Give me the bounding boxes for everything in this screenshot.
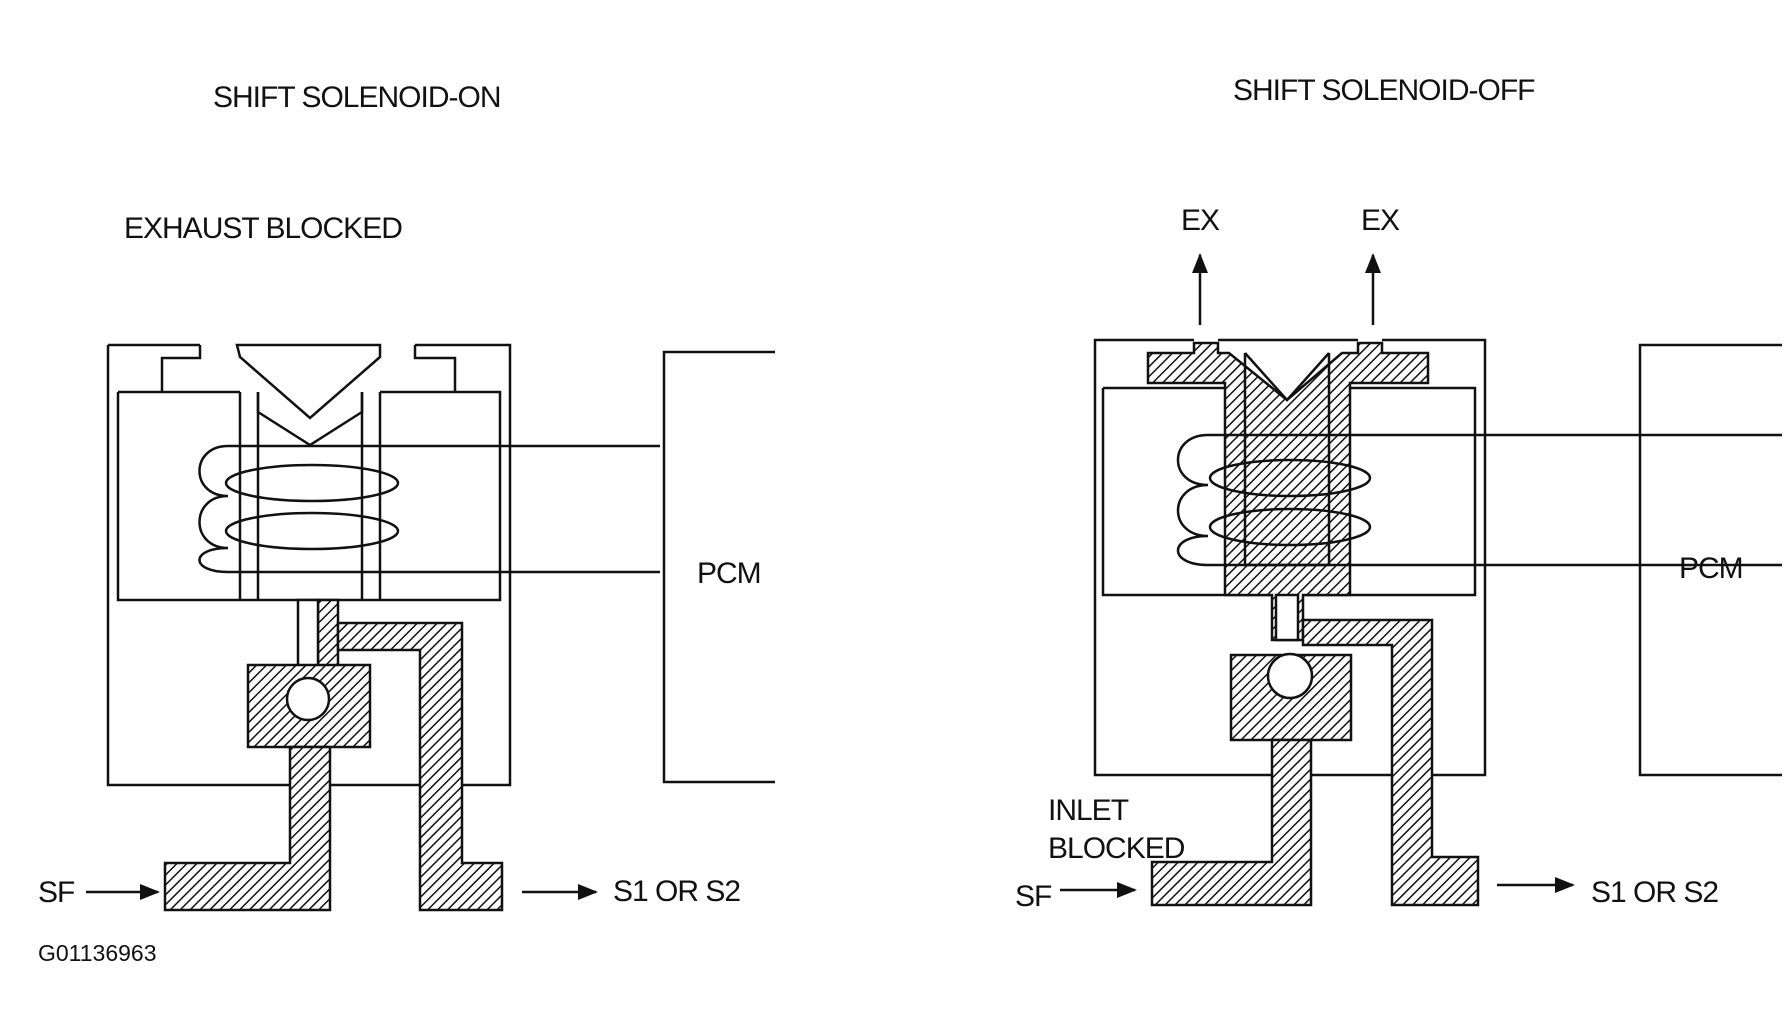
right-sf-label: SF — [1015, 880, 1052, 913]
blocked-label: BLOCKED — [1048, 832, 1185, 865]
right-panel-title: SHIFT SOLENOID-OFF — [1233, 74, 1535, 107]
left-output-channel — [336, 621, 504, 912]
ex-label-right: EX — [1361, 204, 1400, 237]
right-flow-arrows: SF S1 OR S2 — [1015, 876, 1719, 913]
left-coil — [198, 444, 660, 574]
left-fluid-passages — [163, 598, 504, 912]
left-flow-arrows: SF S1 OR S2 — [38, 875, 741, 909]
right-check-ball — [1266, 652, 1314, 700]
left-plunger-stem — [296, 598, 320, 672]
left-vent-passage — [316, 598, 340, 672]
right-pcm-label: PCM — [1679, 552, 1743, 585]
left-sf-label: SF — [38, 876, 75, 909]
left-panel-title: SHIFT SOLENOID-ON — [213, 81, 500, 114]
right-output-channel — [1301, 618, 1480, 907]
right-pcm: PCM — [1638, 343, 1782, 777]
right-fluid-passages — [1146, 341, 1480, 907]
figure-id: G01136963 — [38, 940, 157, 966]
left-panel: SHIFT SOLENOID-ON EXHAUST BLOCKED — [38, 81, 775, 966]
inlet-label: INLET — [1048, 794, 1129, 827]
ex-label-left: EX — [1181, 204, 1220, 237]
left-supply-channel — [163, 745, 332, 912]
right-plunger-stem — [1274, 593, 1300, 642]
right-panel: SHIFT SOLENOID-OFF EX EX — [1015, 74, 1782, 913]
left-check-ball — [285, 676, 331, 722]
left-output-label: S1 OR S2 — [613, 875, 740, 908]
left-pcm-label: PCM — [697, 557, 761, 590]
exhaust-blocked-label: EXHAUST BLOCKED — [124, 212, 402, 245]
right-output-label: S1 OR S2 — [1591, 876, 1718, 909]
right-state-label: INLET BLOCKED — [1048, 794, 1186, 865]
left-pcm: PCM — [662, 350, 775, 784]
right-supply-channel — [1150, 738, 1313, 907]
right-coil — [1176, 433, 1782, 567]
right-exhaust-arrows: EX EX — [1181, 204, 1401, 325]
right-exhaust-passage — [1146, 341, 1430, 642]
